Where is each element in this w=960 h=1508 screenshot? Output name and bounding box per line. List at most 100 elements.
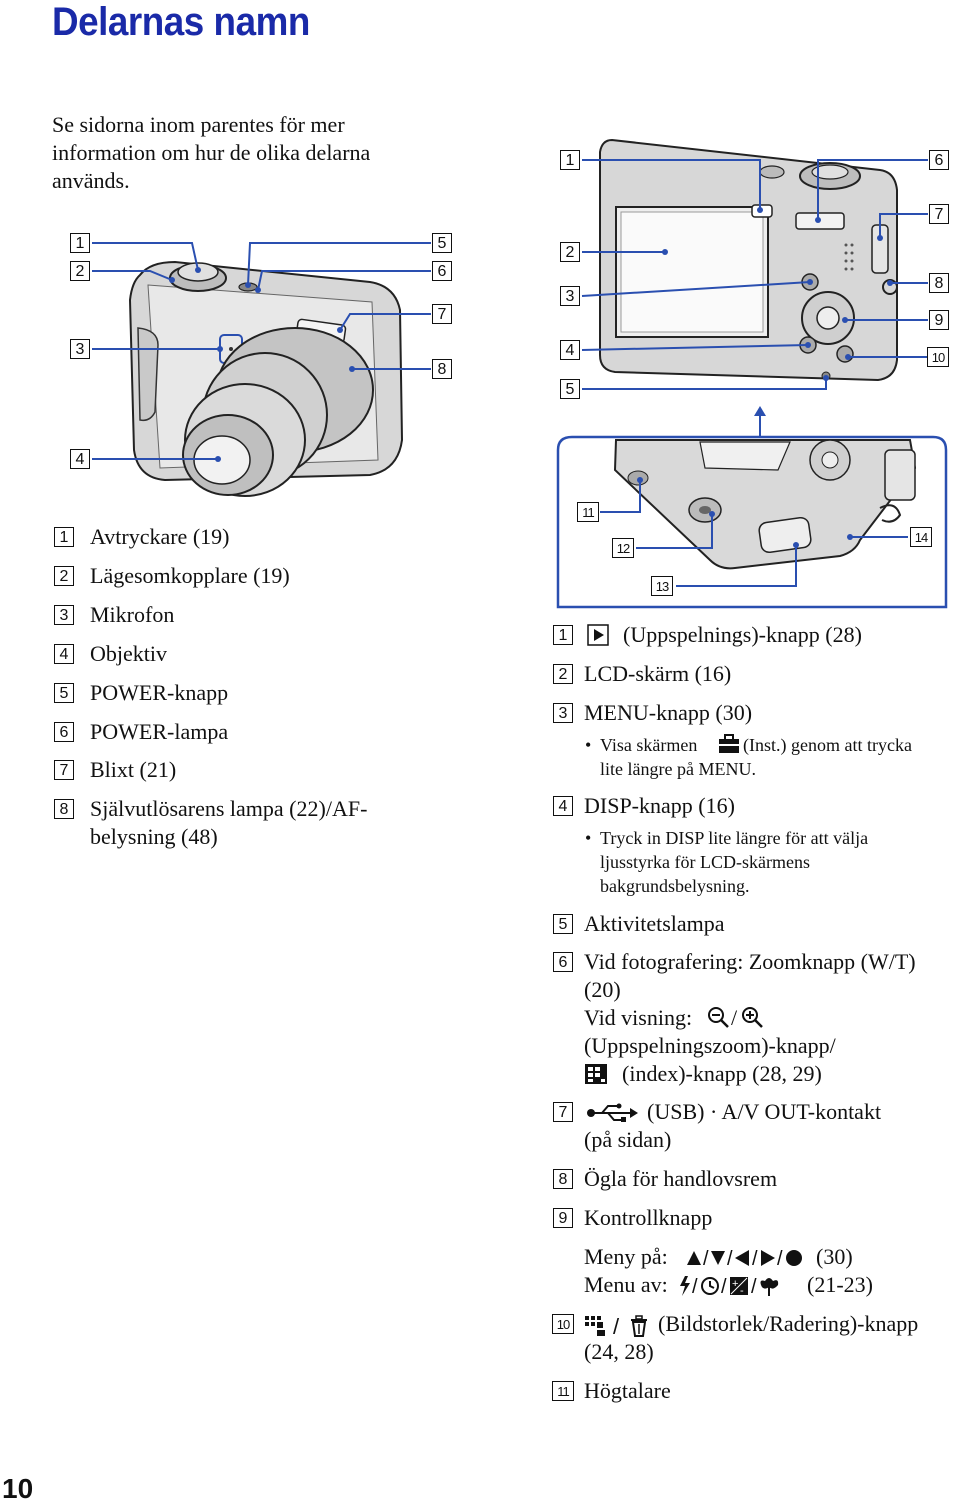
zoom-in-icon	[741, 1006, 767, 1037]
callout-8: 8	[432, 359, 452, 379]
item-number: 1	[54, 527, 74, 547]
item-label-cont: (24, 28)	[584, 1339, 654, 1364]
item-number: 4	[54, 644, 74, 664]
item-label: LCD-skärm (16)	[584, 661, 732, 686]
item-number: 6	[54, 722, 74, 742]
item-label-cont: belysning (48)	[90, 824, 218, 849]
shortcut-symbols-icon: //+-/	[677, 1275, 805, 1304]
item-number: 11	[552, 1381, 574, 1401]
svg-text:/: /	[777, 1248, 783, 1269]
callout-3: 3	[70, 339, 90, 359]
sub-text: (Inst.) genom att trycka	[743, 735, 912, 755]
image-size-delete-icon: /	[584, 1314, 654, 1345]
bottom-view-illustration	[556, 406, 948, 609]
item-number: 7	[553, 1102, 573, 1122]
item-label: (Bildstorlek/Radering)-knapp	[658, 1311, 919, 1336]
svg-text:/: /	[727, 1248, 733, 1269]
back-callout-7: 7	[929, 204, 949, 224]
item-label: Objektiv	[90, 641, 167, 666]
front-camera-illustration	[92, 242, 431, 497]
item-label-cont: (20)	[584, 977, 621, 1002]
svg-text:/: /	[752, 1248, 758, 1269]
item-label: DISP-knapp (16)	[584, 793, 735, 818]
svg-text:/: /	[613, 1314, 620, 1338]
back-camera-illustration	[581, 138, 928, 390]
page-title: Delarnas namn	[52, 0, 310, 44]
item-number: 8	[54, 799, 74, 819]
back-callout-10: 10	[927, 347, 949, 367]
menu-off-label: Menu av:	[584, 1272, 668, 1297]
item-label: MENU-knapp (30)	[584, 700, 753, 725]
item-label: Lägesomkopplare (19)	[90, 563, 290, 588]
page-number: 10	[2, 1473, 34, 1504]
item-label: Avtryckare (19)	[90, 524, 230, 549]
usb-icon	[586, 1102, 638, 1131]
item-label-cont: (på sidan)	[584, 1127, 672, 1152]
item-label: Kontrollknapp	[584, 1205, 713, 1230]
callout-2: 2	[70, 261, 90, 281]
bottom-callout-12: 12	[612, 538, 634, 558]
back-callout-6: 6	[929, 150, 949, 170]
back-callout-5: 5	[560, 379, 580, 399]
item-number: 3	[553, 703, 573, 723]
item-label: Vid fotografering: Zoomknapp (W/T)	[584, 949, 916, 974]
item-label: (USB) · A/V OUT-kontakt	[647, 1099, 882, 1124]
svg-text:/: /	[751, 1276, 757, 1297]
item-number: 2	[54, 566, 74, 586]
item-label: POWER-lampa	[90, 719, 229, 744]
item-number: 1	[553, 625, 573, 645]
svg-text:+: +	[732, 1278, 738, 1290]
item-label: Högtalare	[584, 1378, 671, 1403]
item-number: 5	[553, 914, 573, 934]
callout-1: 1	[70, 233, 90, 253]
item-number: 2	[553, 664, 573, 684]
item-number: 5	[54, 683, 74, 703]
back-callout-1: 1	[560, 150, 580, 170]
item-label-cont: (Uppspelningszoom)-knapp/	[584, 1033, 836, 1058]
item-number: 8	[553, 1169, 573, 1189]
item-label: Blixt (21)	[90, 757, 177, 782]
back-callout-9: 9	[929, 310, 949, 330]
menu-off-values: (21-23)	[807, 1272, 873, 1297]
item-label-cont: Vid visning:	[584, 1005, 693, 1030]
bottom-callout-13: 13	[651, 576, 673, 596]
menu-on-label: Meny på:	[584, 1244, 668, 1269]
item-label: POWER-knapp	[90, 680, 229, 705]
back-callout-3: 3	[560, 286, 580, 306]
index-icon	[584, 1063, 608, 1092]
svg-text:-: -	[740, 1285, 744, 1297]
bottom-callout-14: 14	[910, 527, 932, 547]
svg-text:/: /	[721, 1276, 727, 1297]
item-number: 6	[553, 952, 573, 972]
svg-text:/: /	[692, 1276, 698, 1297]
item-label: Mikrofon	[90, 602, 175, 627]
back-callout-2: 2	[560, 242, 580, 262]
sub-text: Tryck in DISP lite längre för att välja	[600, 828, 869, 848]
back-callout-4: 4	[560, 340, 580, 360]
menu-on-values: (30)	[816, 1244, 853, 1269]
item-label: (Uppspelnings)-knapp (28)	[623, 622, 862, 647]
item-label: Självutlösarens lampa (22)/AF-	[90, 796, 368, 821]
item-label-cont: (index)-knapp (28, 29)	[622, 1061, 822, 1086]
item-number: 7	[54, 760, 74, 780]
item-number: 4	[553, 796, 573, 816]
svg-text:/: /	[703, 1248, 709, 1269]
sub-text: bakgrundsbelysning.	[600, 876, 750, 896]
item-number: 9	[553, 1208, 573, 1228]
bottom-callout-11: 11	[577, 502, 599, 522]
callout-5: 5	[432, 233, 452, 253]
sub-text: Visa skärmen	[600, 735, 698, 755]
callout-7: 7	[432, 304, 452, 324]
item-number: 10	[552, 1314, 574, 1334]
sub-text: lite längre på MENU.	[600, 759, 756, 779]
intro-text: Se sidorna inom parentes för mer informa…	[52, 112, 371, 193]
callout-6: 6	[432, 261, 452, 281]
back-callout-8: 8	[929, 273, 949, 293]
callout-4: 4	[70, 449, 90, 469]
item-label: Ögla för handlovsrem	[584, 1166, 778, 1191]
sub-text: ljusstyrka för LCD-skärmens	[600, 852, 810, 872]
item-number: 3	[54, 605, 74, 625]
zoom-out-icon	[707, 1006, 733, 1037]
toolbox-icon	[718, 734, 740, 760]
item-label: Aktivitetslampa	[584, 911, 725, 936]
